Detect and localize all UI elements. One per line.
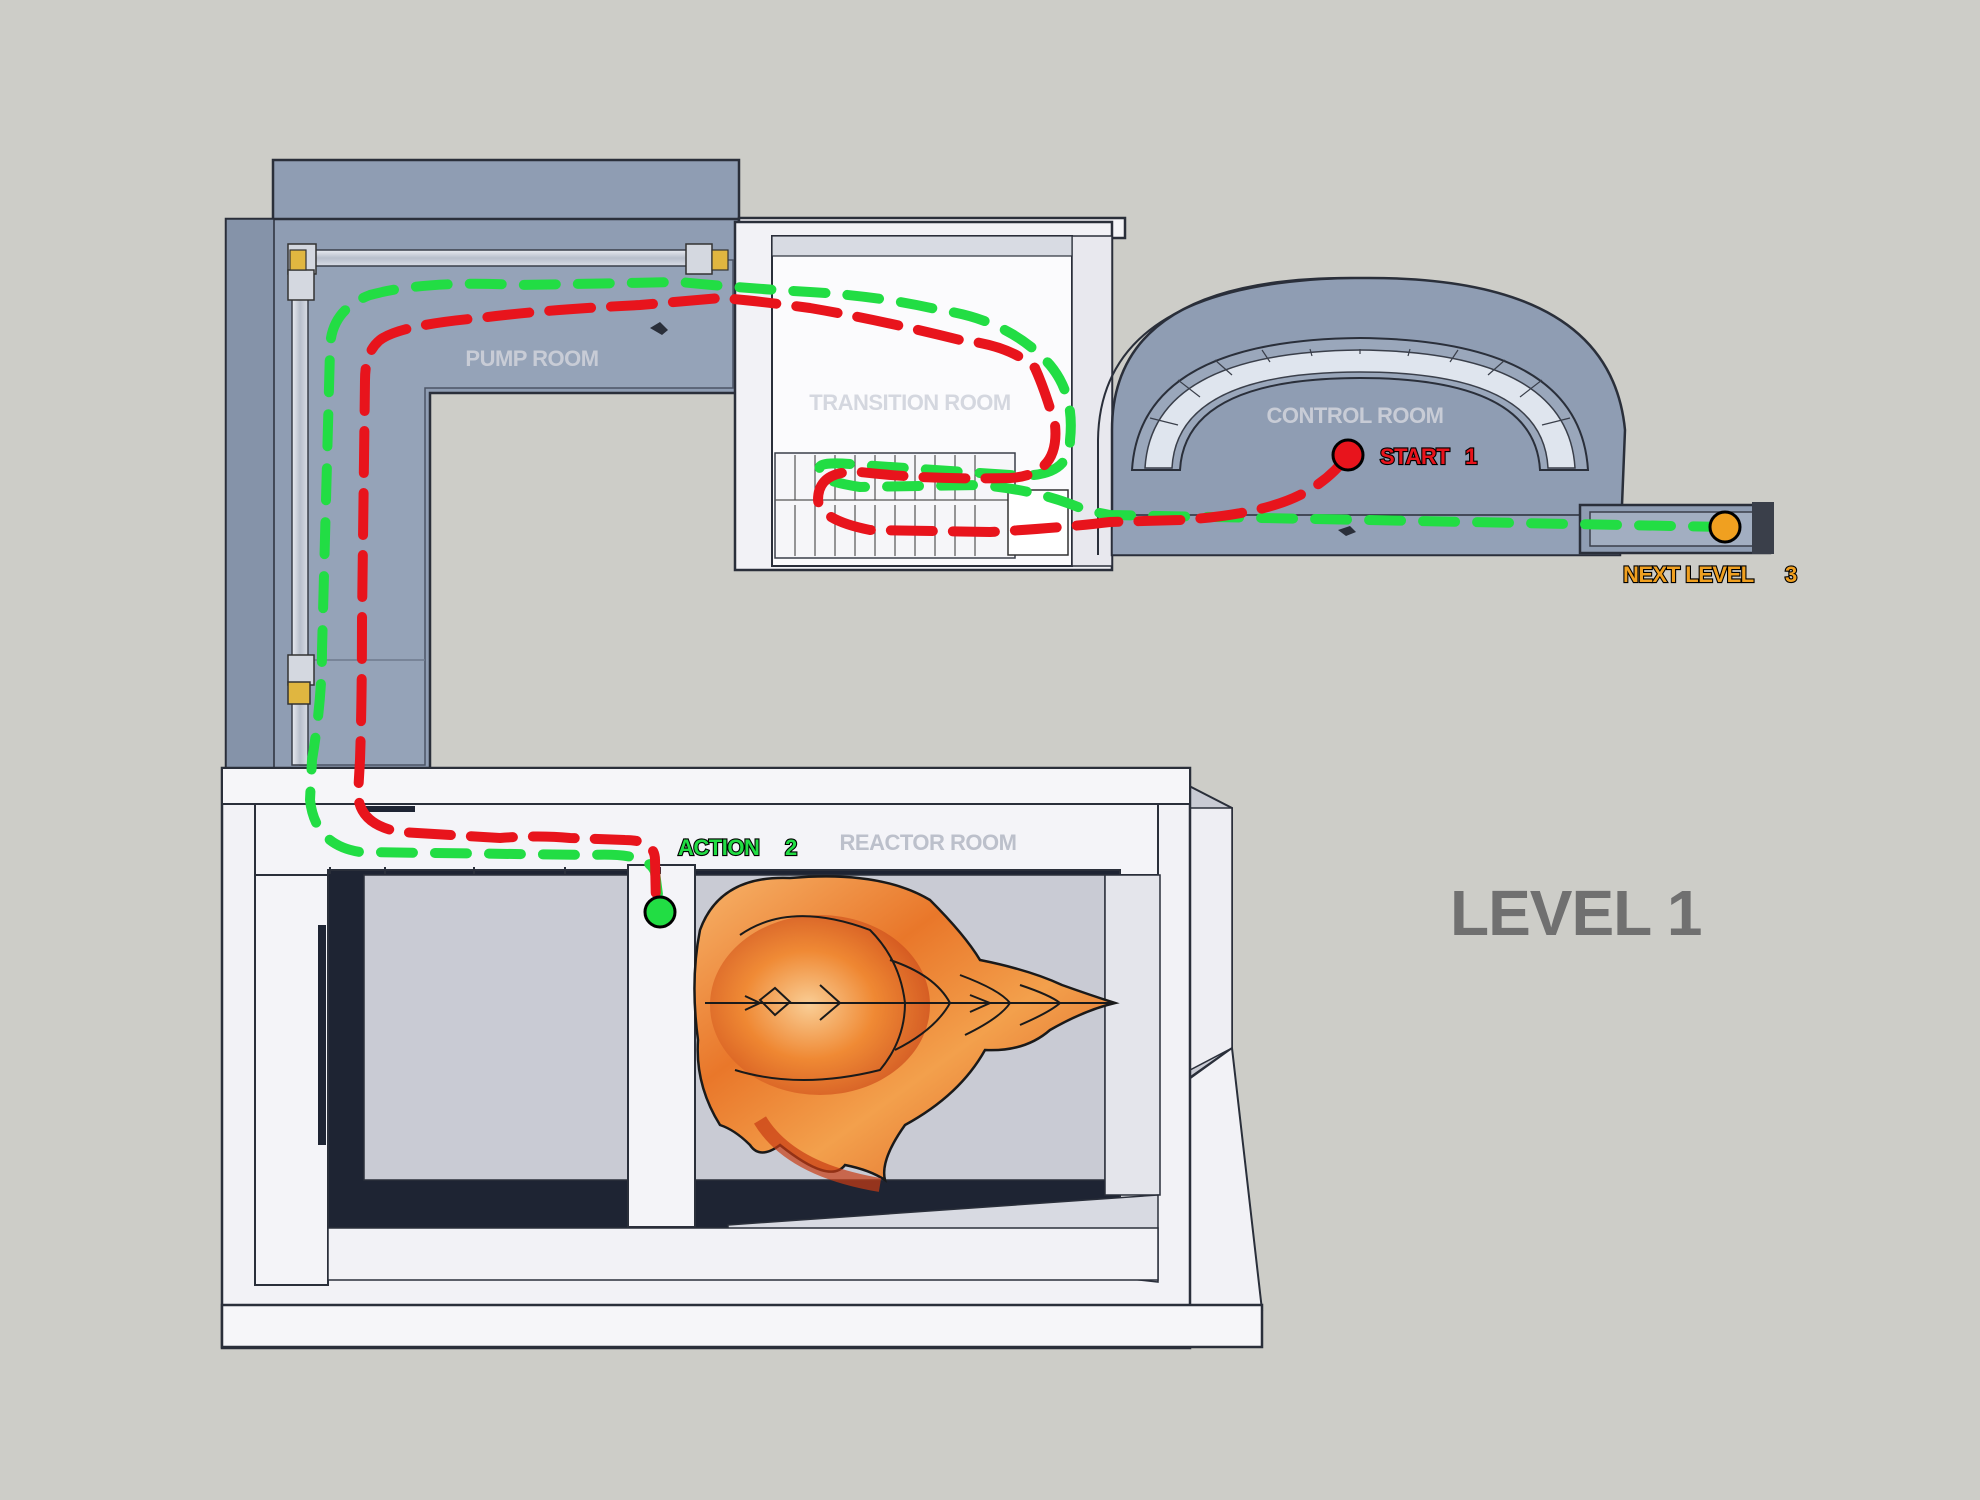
action-marker: ACTION 2 <box>643 834 799 929</box>
next-level-marker-dot <box>1708 510 1742 544</box>
red-route-line <box>352 292 1353 910</box>
reactor-core-glow <box>710 915 930 1095</box>
reactor-walkway-slot <box>360 806 415 812</box>
control-room-label: CONTROL ROOM <box>1267 403 1444 428</box>
exit-door <box>1752 502 1774 554</box>
next-level-marker-label: NEXT LEVEL <box>1623 562 1754 587</box>
reactor-core-drip <box>753 1116 882 1192</box>
reactor-top-beam <box>221 767 1191 805</box>
control-console-screens <box>1144 349 1576 469</box>
start-marker-dot <box>1331 438 1365 472</box>
control-room-outer-edge <box>1097 277 1356 555</box>
reactor-core <box>693 875 1120 1192</box>
pump-room <box>224 158 741 772</box>
pipe-joint-left <box>287 269 315 301</box>
reactor-room-label: REACTOR ROOM <box>840 830 1017 855</box>
reactor-left-wall <box>254 874 329 1286</box>
pump-room-debris <box>650 322 668 335</box>
green-route-line <box>304 276 1730 915</box>
start-marker: START 1 <box>1331 438 1479 472</box>
pump-room-side-strip <box>225 218 275 771</box>
pipe-valve-right <box>711 249 729 271</box>
action-marker-label: ACTION <box>678 835 759 860</box>
reactor-floor-left <box>363 874 629 1181</box>
pump-pipe-horizontal <box>309 249 711 267</box>
action-marker-number: 2 <box>785 835 797 860</box>
control-room-debris <box>1338 526 1356 536</box>
transition-room-label: TRANSITION ROOM <box>809 390 1011 415</box>
pipe-joint-top-right <box>685 243 713 275</box>
reactor-base <box>220 1303 1264 1349</box>
pump-room-label: PUMP ROOM <box>465 346 598 371</box>
reactor-lower-walkway <box>327 1227 1159 1281</box>
pipe-valve-top <box>289 249 307 271</box>
next-level-marker: NEXT LEVEL 3 <box>1622 510 1799 588</box>
pipe-joint-bottom <box>287 654 315 686</box>
start-marker-label: START <box>1380 444 1450 469</box>
reactor-pillar <box>627 864 696 1228</box>
control-room-shell <box>1110 276 1627 557</box>
next-level-marker-number: 3 <box>1785 562 1797 587</box>
reactor-right-panel-inner <box>1189 807 1233 1072</box>
reactor-left-rail <box>318 925 326 1145</box>
level-title: LEVEL 1 <box>1450 877 1701 949</box>
start-marker-number: 1 <box>1465 444 1477 469</box>
pipe-valve-bottom <box>287 681 311 705</box>
reactor-right-inner-wall <box>1104 874 1161 1196</box>
transition-back-wall <box>771 235 1073 257</box>
action-marker-dot <box>643 895 677 929</box>
